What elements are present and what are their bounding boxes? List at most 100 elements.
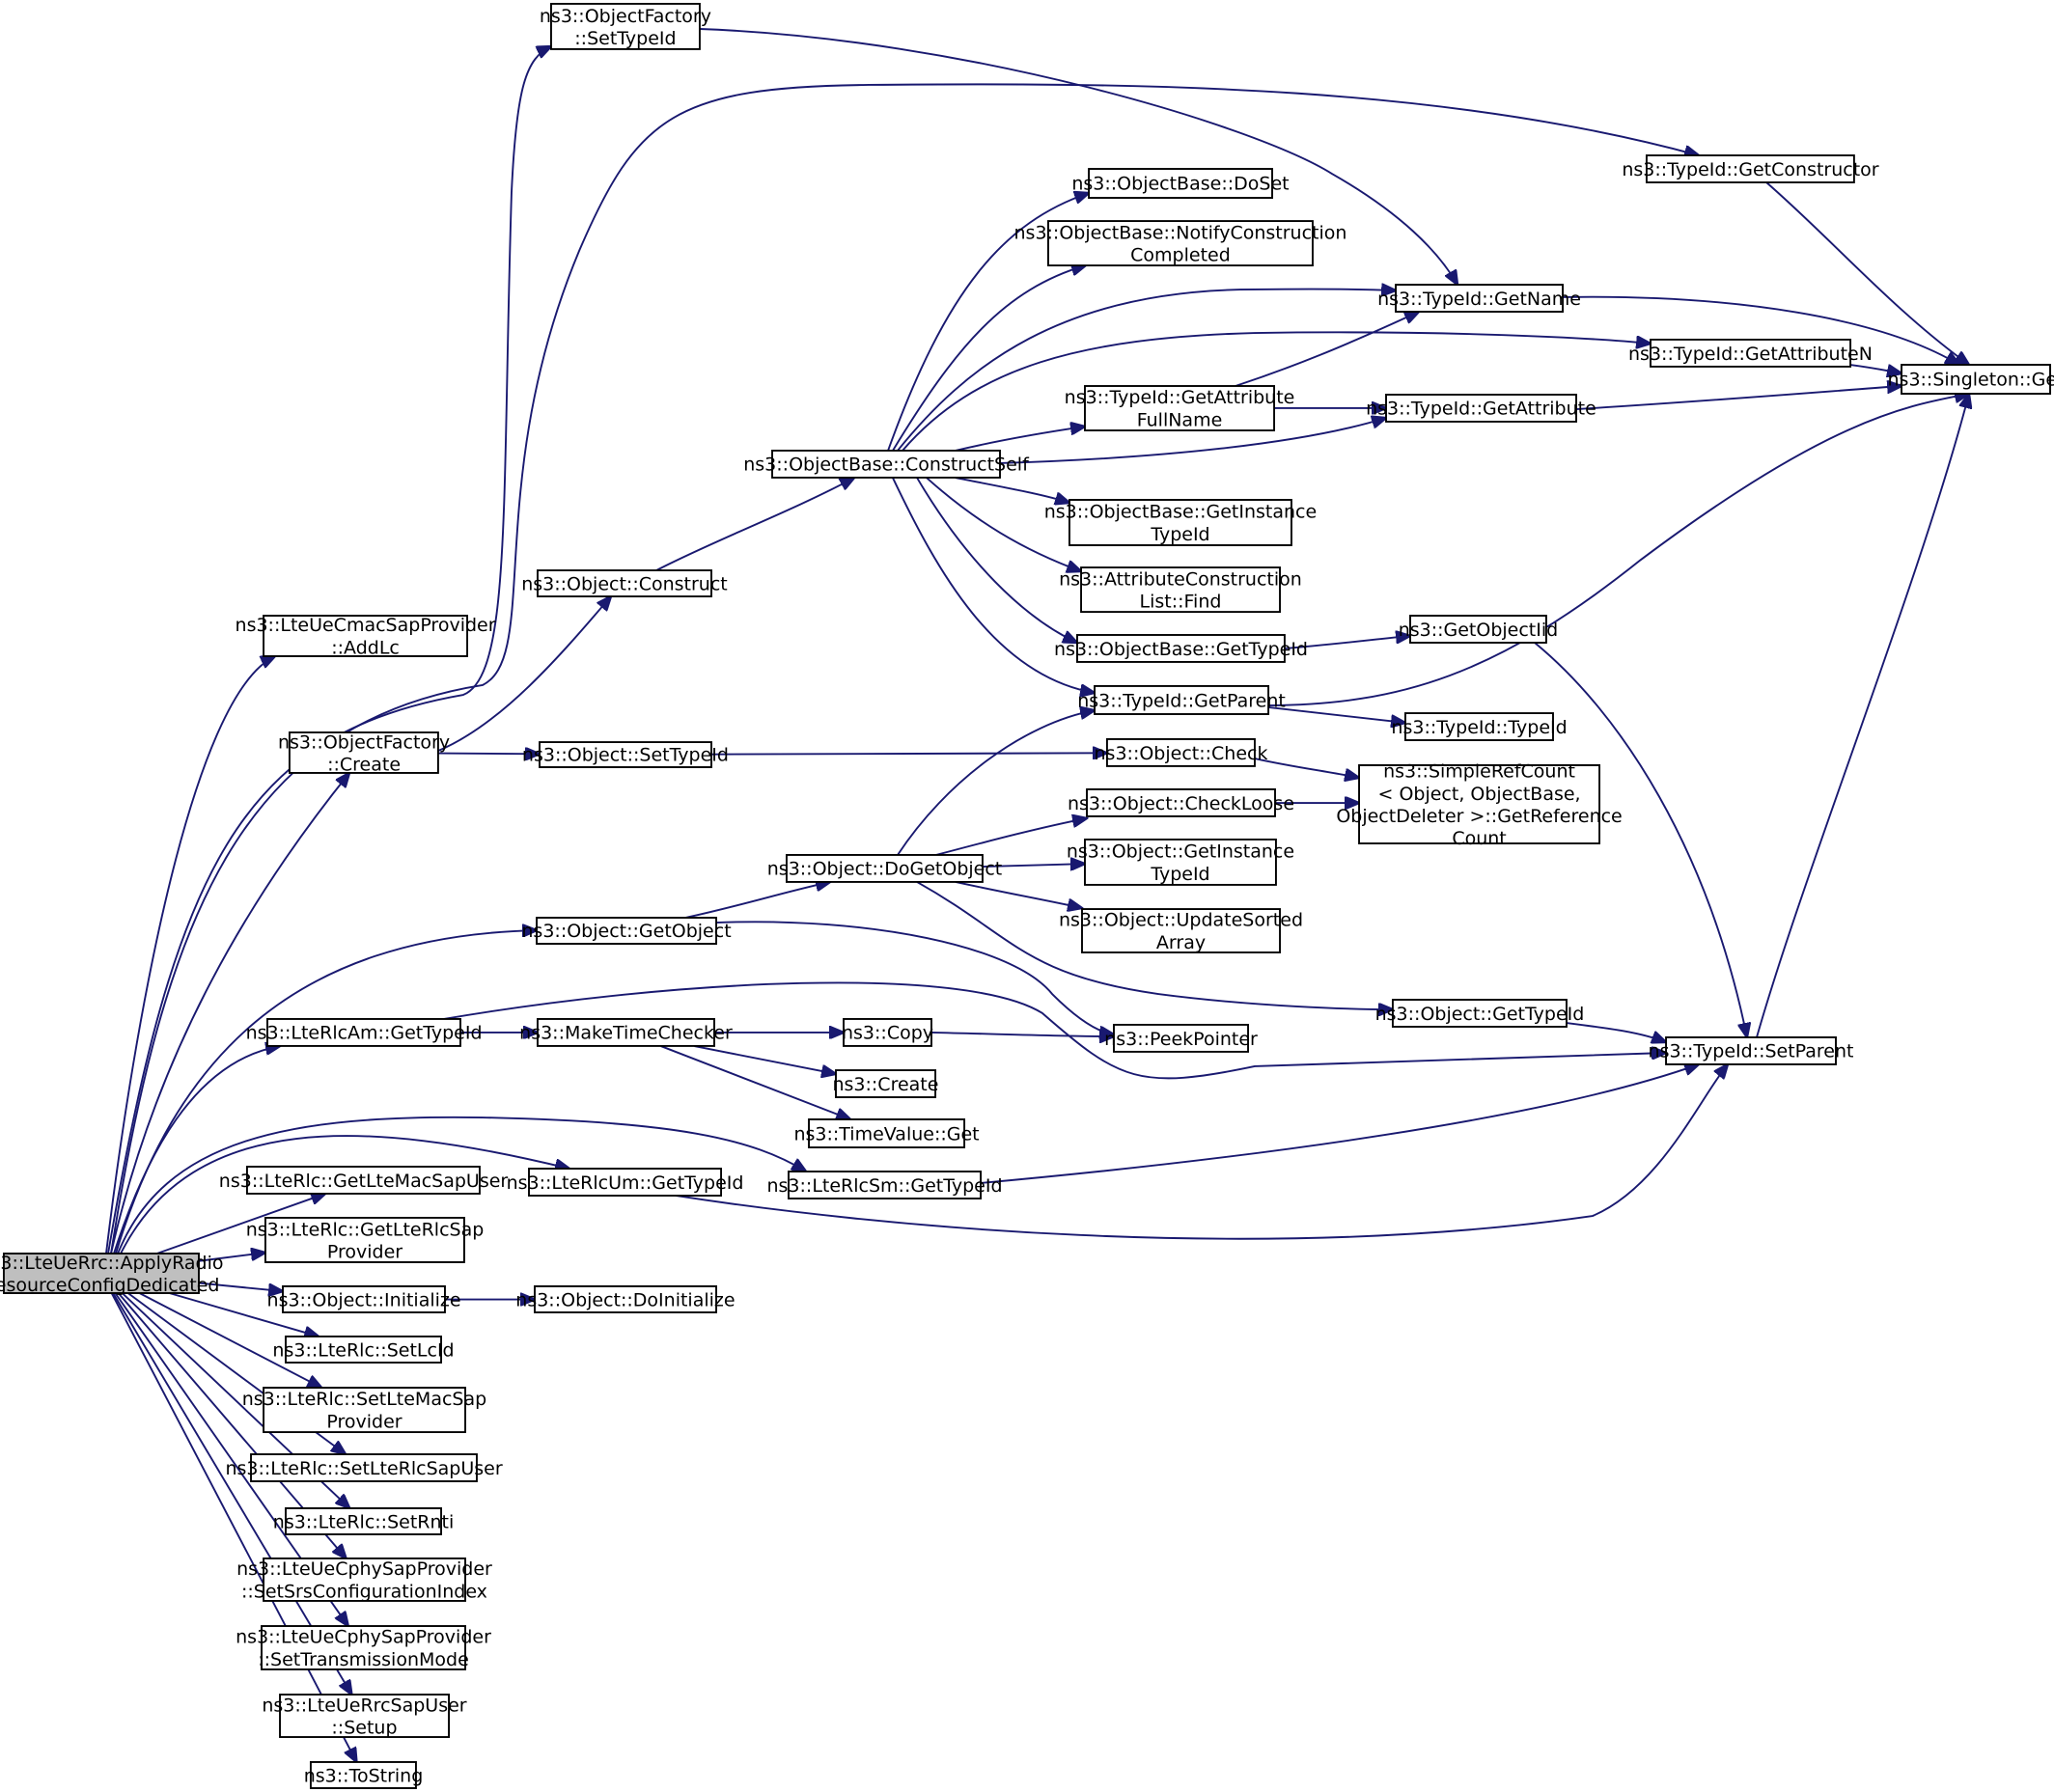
node-box bbox=[1395, 284, 1564, 313]
node-n30[interactable]: ns3::ObjectBase::NotifyConstructionCompl… bbox=[1014, 220, 1347, 267]
node-box bbox=[309, 1761, 417, 1789]
node-box bbox=[1080, 566, 1281, 614]
node-label: < Object, ObjectBase, bbox=[1377, 784, 1580, 805]
node-n46[interactable]: ns3::SimpleRefCount< Object, ObjectBase,… bbox=[1336, 761, 1622, 849]
node-n21[interactable]: ns3::LteUeRrcSapUser::Setup bbox=[262, 1694, 467, 1738]
node-n6[interactable]: ns3::Object::SetTypeId bbox=[522, 741, 729, 768]
node-n15[interactable]: ns3::LteRlc::SetLcId bbox=[272, 1336, 455, 1364]
node-n20[interactable]: ns3::LteUeCphySapProvider::SetTransmissi… bbox=[236, 1625, 491, 1670]
node-box bbox=[1650, 338, 1852, 368]
node-box bbox=[528, 1168, 723, 1197]
node-n8[interactable]: ns3::LteRlcAm::GetTypeId bbox=[246, 1018, 483, 1047]
node-box bbox=[288, 731, 439, 774]
node-n50[interactable]: ns3::TypeId::SetParent bbox=[1649, 1036, 1854, 1065]
node-box bbox=[534, 1285, 717, 1313]
node-label: ns3::ToString bbox=[304, 1765, 424, 1786]
node-n43[interactable]: ns3::TypeId::GetAttribute bbox=[1366, 394, 1596, 423]
node-n25[interactable]: ns3::Object::DoGetObject bbox=[767, 854, 1003, 883]
node-n13[interactable]: ns3::Object::Initialize bbox=[267, 1285, 461, 1313]
node-label: ns3::ObjectFactory bbox=[278, 731, 450, 753]
node-n1[interactable]: ns3::LteUeRrc::ApplyRadioResourceConfigD… bbox=[0, 1253, 223, 1296]
node-box bbox=[1901, 364, 2051, 395]
node-box bbox=[786, 854, 984, 883]
node-n34[interactable]: ns3::ObjectBase::GetTypeId bbox=[1054, 634, 1308, 663]
node-box bbox=[245, 1166, 481, 1195]
edge-n1-to-n12 bbox=[198, 1253, 265, 1262]
node-box bbox=[1665, 1036, 1837, 1065]
node-box bbox=[285, 1336, 442, 1364]
node-n19[interactable]: ns3::LteUeCphySapProvider::SetSrsConfigu… bbox=[236, 1558, 492, 1602]
node-label: ns3::LteUeRrcSapUser bbox=[262, 1695, 466, 1716]
node-box bbox=[550, 2, 701, 50]
edge-n1-to-n10 bbox=[156, 1194, 325, 1254]
node-label: ::Setup bbox=[331, 1717, 397, 1738]
edge-n50-to-n49 bbox=[1756, 394, 1969, 1038]
node-box bbox=[1113, 1023, 1249, 1053]
node-n18[interactable]: ns3::LteRlc::SetRnti bbox=[273, 1507, 454, 1535]
node-n28[interactable]: ns3::TimeValue::Get bbox=[793, 1118, 980, 1148]
edge-n35-to-n49 bbox=[1267, 394, 1969, 706]
node-box bbox=[1391, 999, 1568, 1028]
node-n7[interactable]: ns3::Object::GetObject bbox=[521, 917, 732, 945]
node-n49[interactable]: ns3::Singleton::Get bbox=[1888, 364, 2054, 395]
node-n44[interactable]: ns3::GetObjectIid bbox=[1399, 615, 1559, 644]
node-n47[interactable]: ns3::Object::GetTypeId bbox=[1375, 999, 1585, 1028]
node-n5[interactable]: ns3::Object::Construct bbox=[521, 569, 728, 598]
node-n24[interactable]: ns3::ObjectBase::ConstructSelf bbox=[743, 449, 1030, 479]
node-n23[interactable]: ns3::LteRlcSm::GetTypeId bbox=[766, 1171, 1003, 1199]
node-box bbox=[2, 1253, 200, 1294]
node-n4[interactable]: ns3::ObjectFactory::SetTypeId bbox=[540, 2, 711, 50]
node-label: ns3::ObjectBase::NotifyConstruction bbox=[1014, 222, 1347, 243]
edge-n25-to-n39 bbox=[955, 881, 1082, 908]
node-n14[interactable]: ns3::Object::DoInitialize bbox=[515, 1285, 736, 1313]
node-n40[interactable]: ns3::PeekPointer bbox=[1104, 1023, 1258, 1053]
node-label: ns3::ObjectBase::ConstructSelf bbox=[743, 455, 1030, 476]
node-label: ns3::MakeTimeChecker bbox=[519, 1023, 733, 1044]
edge-n35-to-n45 bbox=[1267, 705, 1405, 723]
node-label: ns3::LteRlc::SetLcId bbox=[272, 1339, 454, 1361]
node-label: ns3::LteRlc::GetLteMacSapUser bbox=[219, 1171, 509, 1192]
node-label: ns3::LteUeRrc::ApplyRadio bbox=[0, 1253, 223, 1274]
node-n42[interactable]: ns3::TypeId::GetName bbox=[1377, 284, 1581, 313]
node-label: ns3::LteUeCphySapProvider bbox=[236, 1558, 492, 1580]
node-n17[interactable]: ns3::LteRlc::SetLteRlcSapUser bbox=[225, 1453, 503, 1482]
edge-n47-to-n50 bbox=[1566, 1022, 1666, 1042]
edge-n24-to-n48 bbox=[902, 331, 1651, 452]
edge-n23-to-n50 bbox=[980, 1064, 1699, 1184]
node-n22[interactable]: ns3::ToString bbox=[304, 1761, 424, 1789]
node-box bbox=[536, 917, 717, 945]
node-box bbox=[263, 1387, 466, 1434]
edge-n24-to-n42 bbox=[897, 289, 1396, 452]
node-label: ns3::TimeValue::Get bbox=[793, 1123, 979, 1144]
node-n29[interactable]: ns3::ObjectBase::DoSet bbox=[1071, 168, 1290, 199]
node-box bbox=[843, 1018, 932, 1047]
node-n41[interactable]: ns3::TypeId::GetConstructor bbox=[1622, 154, 1879, 183]
node-n2[interactable]: ns3::LteUeCmacSapProvider::AddLc bbox=[236, 615, 496, 658]
node-n36[interactable]: ns3::Object::Check bbox=[1095, 737, 1268, 767]
node-n45[interactable]: ns3::TypeId::TypeId bbox=[1391, 712, 1568, 741]
node-n9[interactable]: ns3::MakeTimeChecker bbox=[519, 1018, 733, 1047]
node-n35[interactable]: ns3::TypeId::GetParent bbox=[1077, 684, 1286, 715]
node-n26[interactable]: ns3::Copy bbox=[842, 1018, 933, 1047]
edge-n25-to-n37 bbox=[935, 818, 1087, 856]
node-n10[interactable]: ns3::LteRlc::GetLteMacSapUser bbox=[219, 1166, 509, 1195]
node-n48[interactable]: ns3::TypeId::GetAttributeN bbox=[1628, 338, 1873, 368]
node-label: ns3::TypeId::GetConstructor bbox=[1622, 159, 1878, 180]
node-label: ns3::LteRlc::SetRnti bbox=[273, 1511, 454, 1532]
edge-n24-to-n33 bbox=[926, 477, 1081, 571]
node-label: ns3::GetObjectIid bbox=[1399, 620, 1559, 641]
node-label: ns3::LteRlc::SetLteRlcSapUser bbox=[225, 1458, 502, 1479]
edge-n1-to-n7 bbox=[115, 930, 537, 1254]
node-n37[interactable]: ns3::Object::CheckLoose bbox=[1068, 787, 1294, 817]
node-label: ns3::Object::DoGetObject bbox=[767, 859, 1003, 880]
node-n11[interactable]: ns3::LteRlcUm::GetTypeId bbox=[507, 1168, 744, 1197]
node-n3[interactable]: ns3::ObjectFactory::Create bbox=[278, 731, 450, 775]
node-n27[interactable]: ns3::Create bbox=[832, 1069, 938, 1098]
